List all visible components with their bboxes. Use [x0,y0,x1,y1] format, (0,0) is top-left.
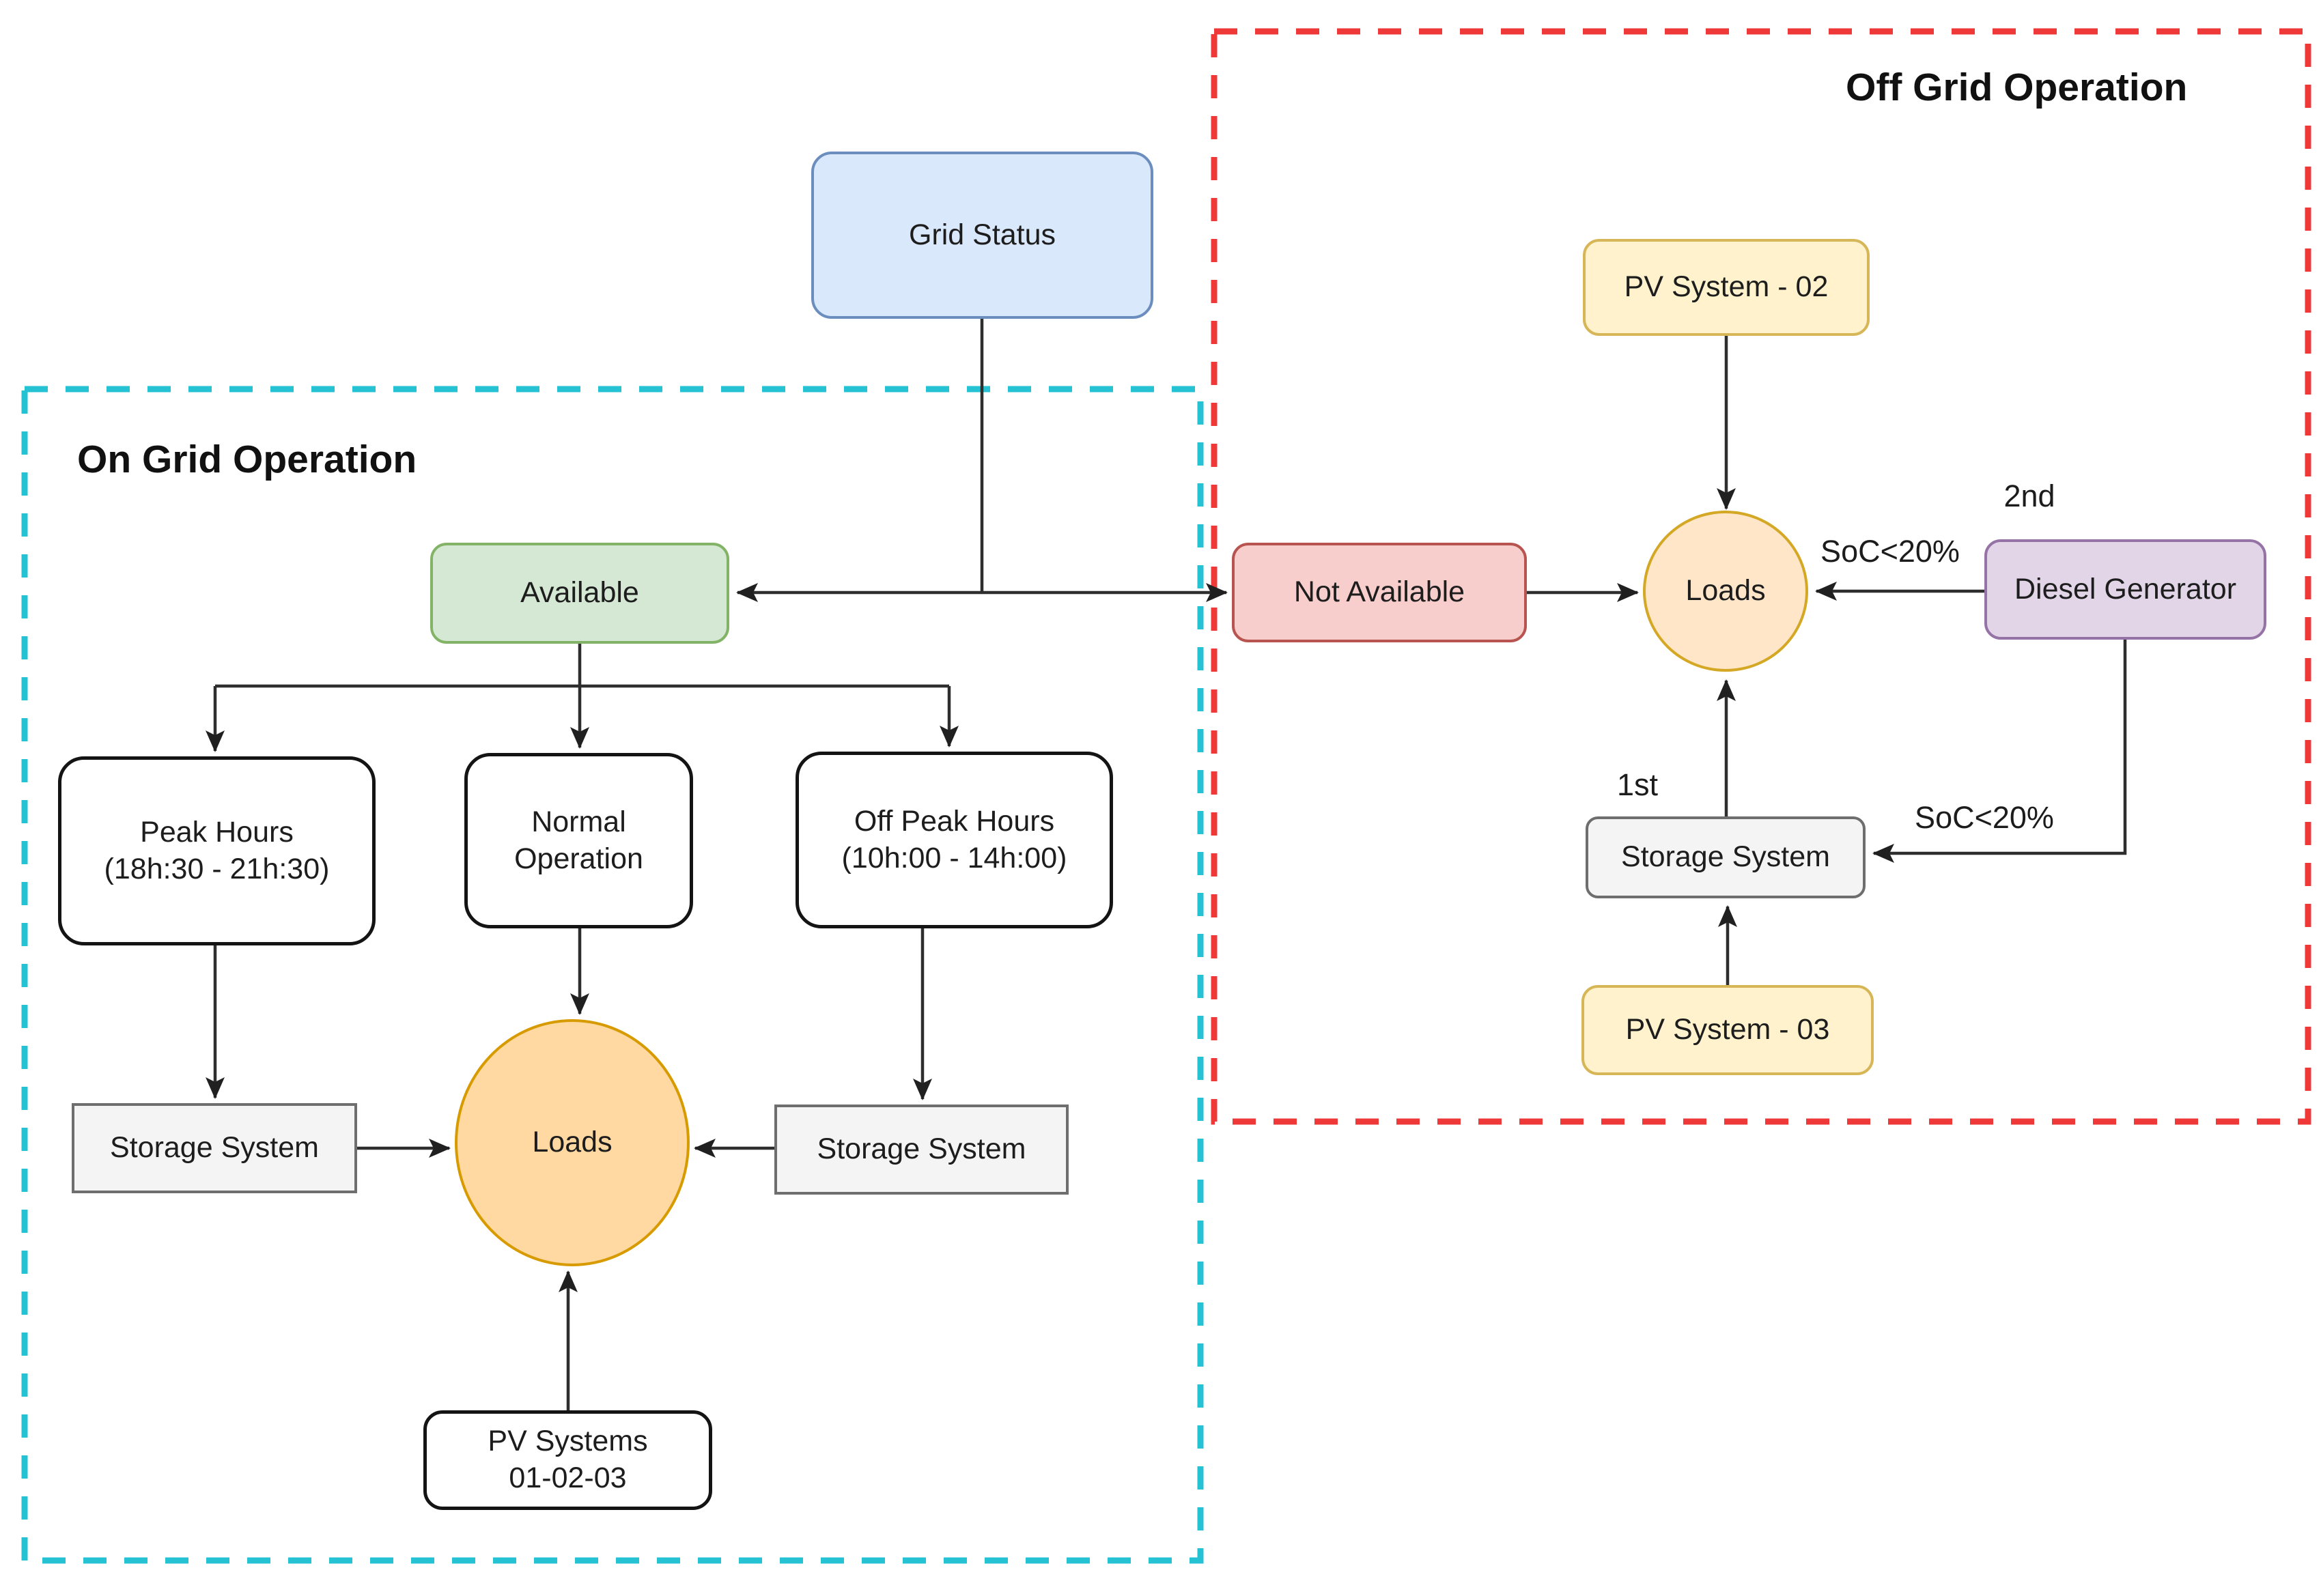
available-label: Available [520,576,639,610]
node-storage-system-peak: Storage System [72,1103,357,1193]
node-peak-hours: Peak Hours (18h:30 - 21h:30) [58,756,376,945]
node-normal-operation: Normal Operation [464,753,693,928]
node-not-available: Not Available [1232,543,1527,642]
loads-off-grid-label: Loads [1685,574,1766,608]
on-grid-region-border [21,386,1204,1564]
node-pv-systems-on-grid: PV Systems 01-02-03 [423,1410,712,1510]
node-storage-system-offpeak: Storage System [774,1105,1069,1195]
node-grid-status: Grid Status [811,152,1153,319]
label-soc-diesel-to-storage: SoC<20% [1915,800,2054,835]
node-diesel-generator: Diesel Generator [1984,539,2266,640]
loads-on-grid-label: Loads [532,1126,613,1159]
pv-systems-line1: PV Systems [488,1425,648,1458]
off-peak-hours-line1: Off Peak Hours [854,804,1055,838]
storage-system-offpeak-label: Storage System [817,1132,1026,1166]
diesel-generator-label: Diesel Generator [2014,572,2237,605]
node-pv-system-03: PV System - 03 [1581,985,1874,1075]
not-available-label: Not Available [1293,575,1465,609]
off-grid-region-title: Off Grid Operation [1846,66,2188,109]
pv-system-03-label: PV System - 03 [1625,1013,1830,1046]
on-grid-region-title: On Grid Operation [77,438,417,481]
grid-status-label: Grid Status [908,218,1056,251]
off-grid-region-border [1211,28,2311,1125]
edge-diesel-to-storage [1872,640,2127,863]
node-off-peak-hours: Off Peak Hours (10h:00 - 14h:00) [796,752,1113,928]
off-peak-hours-line2: (10h:00 - 14h:00) [841,841,1067,874]
storage-system-off-grid-label: Storage System [1621,840,1830,874]
label-soc-diesel-to-loads: SoC<20% [1820,534,1960,569]
node-loads-off-grid: Loads [1643,511,1808,672]
peak-hours-line2: (18h:30 - 21h:30) [104,852,330,885]
node-available: Available [430,543,729,644]
normal-operation-line1: Normal [531,805,626,838]
label-priority-second: 2nd [2003,479,2055,513]
pv-systems-line2: 01-02-03 [509,1462,627,1494]
normal-operation-line2: Operation [514,842,643,875]
node-loads-on-grid: Loads [455,1019,690,1266]
node-pv-system-02: PV System - 02 [1583,239,1870,336]
node-storage-system-off-grid: Storage System [1586,816,1866,898]
label-priority-first: 1st [1616,767,1659,802]
peak-hours-line1: Peak Hours [140,815,294,849]
storage-system-peak-label: Storage System [110,1131,319,1165]
pv-system-02-label: PV System - 02 [1624,270,1829,304]
